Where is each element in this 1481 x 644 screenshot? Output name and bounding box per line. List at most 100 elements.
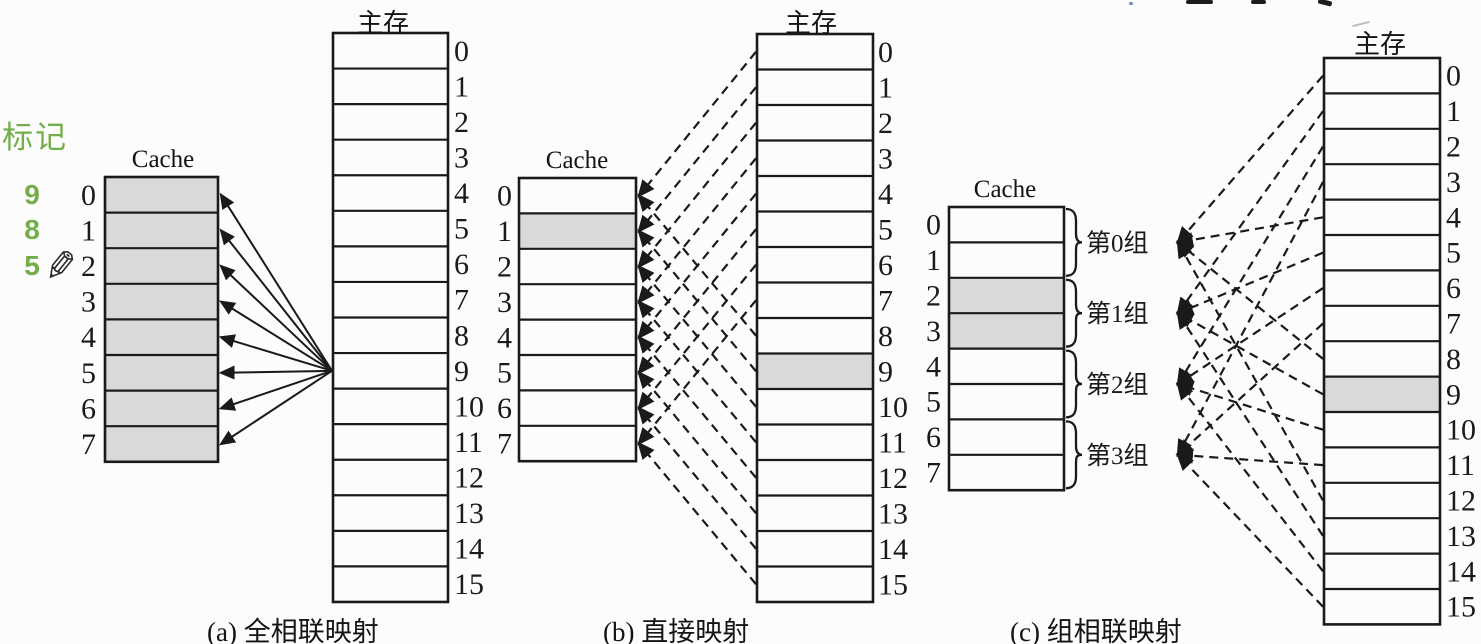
cache-row-shaded xyxy=(520,214,635,248)
memory-row-label: 8 xyxy=(878,320,893,353)
set-label: 第2组 xyxy=(1086,371,1149,399)
memory-row-label: 15 xyxy=(454,568,484,601)
mapping-arrow xyxy=(637,157,757,304)
set-label: 第1组 xyxy=(1086,300,1149,328)
cache-row-shaded xyxy=(106,249,217,283)
cache-row-shaded xyxy=(106,391,217,426)
mapping-arrow xyxy=(219,264,333,372)
memory-row-label: 15 xyxy=(878,568,908,601)
scan-artifact xyxy=(1251,0,1266,4)
memory-row-label: 4 xyxy=(454,177,469,210)
mapping-arrow xyxy=(1175,251,1324,315)
set-label: 第3组 xyxy=(1086,442,1149,470)
cache-row-label: 5 xyxy=(926,386,941,419)
panel-b-cache-title: Cache xyxy=(545,147,609,174)
mapping-arrow xyxy=(218,300,333,372)
cache-row-label: 5 xyxy=(497,357,512,390)
mapping-arrow xyxy=(1175,311,1324,396)
mapping-arrow xyxy=(1176,145,1324,387)
mapping-arrow xyxy=(637,193,757,337)
mapping-arrow xyxy=(1176,181,1324,458)
mapping-arrow xyxy=(1176,310,1324,537)
panel-b-caption: (b) 直接映射 xyxy=(603,617,750,644)
cache-row-label: 6 xyxy=(81,392,96,425)
cache-box xyxy=(103,175,220,464)
group-brace xyxy=(1065,207,1083,277)
mapping-arrow xyxy=(1176,452,1324,608)
memory-row-label: 14 xyxy=(1446,555,1476,588)
panel-c-cache-title: Cache xyxy=(973,176,1037,203)
panel-c-memory-title: 主存 xyxy=(1353,30,1407,59)
mapping-arrow xyxy=(637,370,757,514)
memory-row-label: 11 xyxy=(454,426,483,459)
memory-box xyxy=(755,32,875,604)
mapping-arrow xyxy=(218,369,333,411)
mapping-arrow xyxy=(1176,110,1324,316)
panel-a-cache-title: Cache xyxy=(131,146,195,173)
memory-row-label: 6 xyxy=(1446,272,1461,305)
cache-row-label: 0 xyxy=(926,209,941,242)
memory-box xyxy=(1322,56,1442,626)
memory-row-label: 2 xyxy=(1446,131,1461,164)
memory-row-label: 0 xyxy=(454,35,469,68)
tag-value-row1: 8 xyxy=(24,214,40,245)
memory-row-label: 1 xyxy=(1446,95,1461,128)
cache-row-label: 6 xyxy=(926,421,941,454)
memory-row-label: 10 xyxy=(454,390,484,423)
mapping-arrow xyxy=(637,335,757,479)
cache-row-label: 7 xyxy=(81,428,96,461)
memory-row-label: 5 xyxy=(454,213,469,246)
mapping-arrow xyxy=(1175,448,1324,467)
mapping-arrow xyxy=(218,369,333,446)
mapping-arrow xyxy=(1175,240,1324,360)
mapping-arrow xyxy=(1176,381,1324,572)
memory-row-label: 8 xyxy=(454,319,469,352)
mapping-arrow xyxy=(1175,381,1324,431)
cache-row-label: 4 xyxy=(926,350,941,383)
memory-row-label: 11 xyxy=(1446,449,1475,482)
memory-row-label: 12 xyxy=(454,462,484,495)
mapping-arrow xyxy=(637,86,757,234)
memory-row-label: 6 xyxy=(454,248,469,281)
cache-row-label: 7 xyxy=(497,428,512,461)
cache-row-label: 5 xyxy=(81,357,96,390)
mapping-arrow xyxy=(219,228,333,372)
memory-row-label: 13 xyxy=(1446,520,1476,553)
memory-row-label: 0 xyxy=(878,36,893,69)
cache-box xyxy=(947,205,1066,492)
cache-row-label: 2 xyxy=(926,280,941,313)
memory-row-label: 9 xyxy=(878,355,893,388)
memory-row-label: 9 xyxy=(454,355,469,388)
memory-row-label: 4 xyxy=(1446,201,1461,234)
cache-row-label: 2 xyxy=(81,250,96,283)
memory-row-shaded xyxy=(1325,377,1439,411)
cache-row-label: 0 xyxy=(81,179,96,212)
cache-row-label: 3 xyxy=(81,286,96,319)
group-brace xyxy=(1065,278,1083,348)
mapping-arrow xyxy=(637,51,757,198)
cache-row-label: 1 xyxy=(81,214,96,247)
cache-row-label: 3 xyxy=(497,286,512,319)
set-label: 第0组 xyxy=(1086,229,1149,257)
memory-row-label: 2 xyxy=(454,106,469,139)
mapping-arrow xyxy=(218,334,333,372)
mapping-arrow xyxy=(637,406,757,550)
memory-row-label: 1 xyxy=(878,71,893,104)
memory-row-label: 3 xyxy=(454,141,469,174)
memory-row-label: 4 xyxy=(878,178,893,211)
memory-box xyxy=(331,31,450,604)
cache-row-label: 6 xyxy=(497,392,512,425)
scan-artifact xyxy=(1129,2,1133,5)
mapping-arrow xyxy=(219,192,333,372)
cache-row-label: 0 xyxy=(497,180,512,213)
memory-row-label: 7 xyxy=(878,284,893,317)
cache-row-label: 4 xyxy=(81,321,96,354)
cache-row-label: 7 xyxy=(926,457,941,490)
memory-row-shaded xyxy=(758,354,872,388)
memory-row-label: 1 xyxy=(454,70,469,103)
cache-row-label: 2 xyxy=(497,251,512,284)
cache-row-label: 4 xyxy=(497,321,512,354)
pencil-icon: ✎ xyxy=(41,242,80,292)
memory-row-label: 11 xyxy=(878,426,907,459)
